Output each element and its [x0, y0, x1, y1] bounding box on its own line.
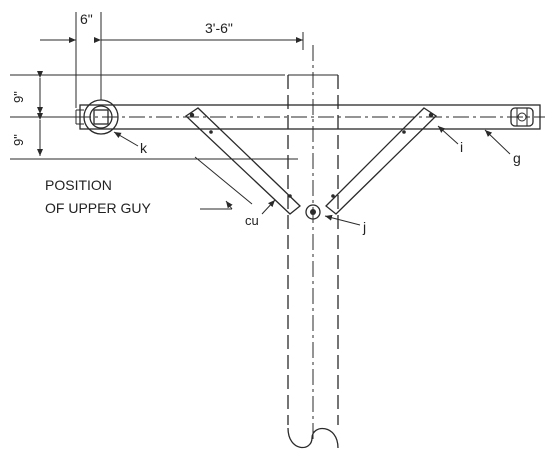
label-k: k — [140, 140, 148, 156]
leader-j — [324, 214, 361, 226]
end-nut-g — [510, 107, 534, 127]
left-dimensions — [10, 71, 298, 160]
upper-guy-line — [194, 156, 253, 205]
label-cu: cu — [245, 213, 259, 228]
dim-9in-upper-label: 9" — [11, 91, 26, 103]
brace-bolt-j — [305, 204, 321, 220]
label-i: i — [460, 139, 463, 155]
dim-3ft6in-label: 3'-6" — [205, 20, 233, 36]
leader-g — [484, 129, 511, 155]
top-dimensions — [40, 12, 304, 108]
label-j: j — [362, 219, 366, 235]
label-g: g — [513, 150, 521, 166]
pole — [287, 45, 339, 449]
dim-6in-label: 6" — [80, 11, 93, 27]
leader-cu — [261, 199, 276, 215]
position-label-line1: POSITION — [45, 177, 112, 193]
leader-i — [437, 125, 459, 145]
left-brace — [184, 107, 301, 215]
leader-k — [113, 131, 139, 147]
position-label-line2: OF UPPER GUY — [45, 200, 151, 216]
dim-9in-lower-label: 9" — [11, 134, 26, 146]
pole-break-symbol — [287, 427, 339, 449]
crossarm — [75, 104, 545, 130]
right-brace — [325, 107, 438, 215]
